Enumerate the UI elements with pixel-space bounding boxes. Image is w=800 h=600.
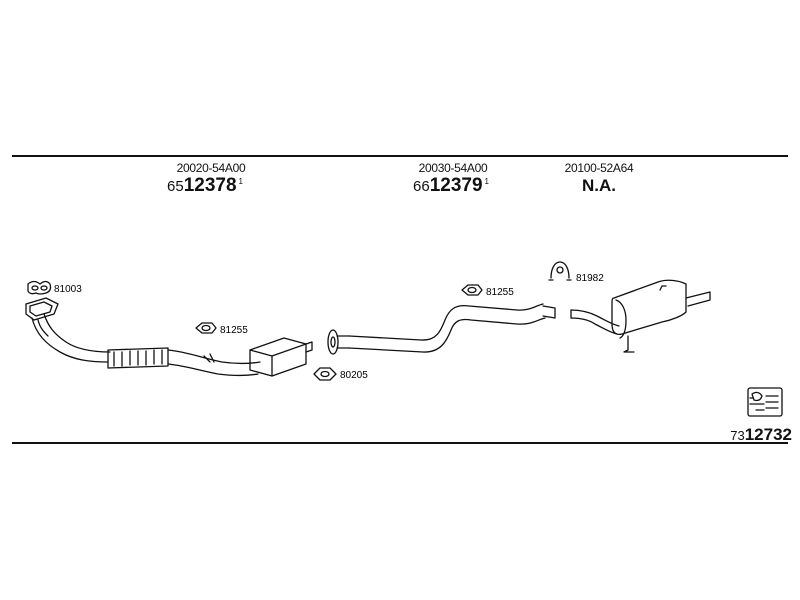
- part-number-front-pipe: 20020-54A00: [176, 161, 246, 175]
- catalog-main: 12379: [429, 175, 483, 196]
- part-number-center-pipe: 20030-54A00: [418, 161, 488, 175]
- component-label: 81003: [54, 284, 82, 295]
- clamp-81255-left-icon: [195, 322, 217, 334]
- catalog-sup: 1: [484, 177, 489, 186]
- catalog-prefix: 65: [167, 178, 184, 195]
- catalog-sup: 1: [238, 177, 243, 186]
- catalog-main: 12378: [183, 175, 237, 196]
- flange-icon: [327, 329, 350, 355]
- catalog-prefix: 66: [413, 178, 430, 195]
- center-pipe-icon: [348, 303, 556, 353]
- bottom-rule: [12, 442, 788, 444]
- component-label: 80205: [340, 370, 368, 381]
- catalog-number-rear-muffler: N.A.: [582, 176, 616, 196]
- part-number-rear-muffler: 20100-52A64: [564, 161, 634, 175]
- gasket-81003-icon: [27, 280, 52, 295]
- reference-diagram-icon: [747, 387, 783, 417]
- diagram-number-prefix: 73: [730, 428, 745, 443]
- top-rule: [12, 155, 788, 157]
- diagram-number-main: 12732: [744, 425, 792, 444]
- diagram-number: 7312732: [730, 425, 792, 445]
- component-label: 81982: [576, 273, 604, 284]
- component-label: 81255: [486, 287, 514, 298]
- hanger-81982-icon: [548, 261, 572, 281]
- clamp-81255-right-icon: [461, 284, 483, 296]
- rear-muffler-icon: [570, 279, 711, 353]
- front-pipe-icon: [25, 297, 313, 377]
- component-label: 81255: [220, 325, 248, 336]
- not-available-label: N.A.: [582, 176, 616, 195]
- gasket-80205-icon: [313, 367, 337, 381]
